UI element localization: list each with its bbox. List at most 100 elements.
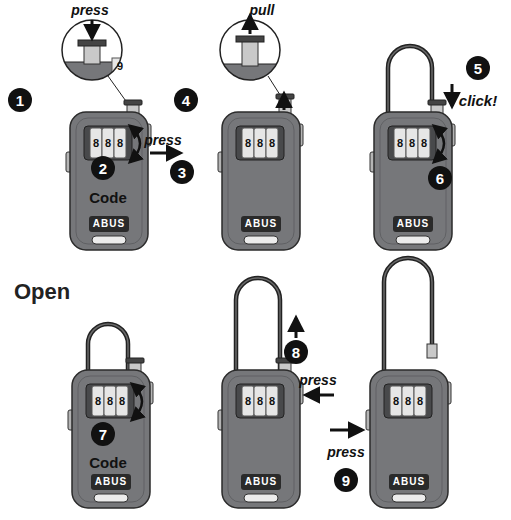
combination-lock bbox=[218, 94, 303, 250]
combination-lock bbox=[68, 358, 153, 508]
dial-window bbox=[384, 384, 432, 418]
motion-arrow bbox=[249, 16, 252, 34]
lock-bevel bbox=[376, 376, 442, 502]
cable-highlight bbox=[384, 258, 432, 372]
dial-wheel bbox=[390, 386, 402, 416]
dial-wheel bbox=[254, 128, 266, 158]
step-number: 2 bbox=[91, 156, 115, 180]
motion-arrow bbox=[295, 318, 298, 338]
dial-digit: 8 bbox=[421, 138, 427, 149]
dial-wheel bbox=[116, 386, 128, 416]
cable-plug bbox=[242, 40, 258, 66]
cable-highlight bbox=[88, 324, 128, 372]
lock-body bbox=[222, 370, 300, 508]
brand-badge bbox=[241, 474, 281, 490]
dial-wheel bbox=[112, 58, 128, 76]
dial-digit: 8 bbox=[417, 396, 423, 407]
dial-wheel bbox=[92, 386, 104, 416]
motion-arrow bbox=[306, 394, 334, 397]
rotate-arrow bbox=[132, 384, 142, 420]
dial-digit: 8 bbox=[117, 138, 123, 149]
motion-arrow bbox=[91, 20, 94, 38]
dial-wheel bbox=[114, 128, 126, 158]
dial-window bbox=[388, 126, 436, 160]
hang-slot bbox=[392, 494, 426, 502]
dial-wheel bbox=[418, 128, 430, 158]
dial-digit: 8 bbox=[107, 396, 113, 407]
dial-window bbox=[236, 384, 284, 418]
dial-digit: 8 bbox=[95, 396, 101, 407]
step-number: 9 bbox=[334, 468, 358, 492]
cable-plug-cap bbox=[236, 36, 264, 42]
dial-digit: 8 bbox=[269, 396, 275, 407]
motion-arrow bbox=[451, 84, 454, 106]
action-word: press bbox=[299, 373, 336, 387]
section-heading: Open bbox=[14, 281, 70, 303]
dial-wheel bbox=[394, 128, 406, 158]
cable-plug-cap bbox=[428, 100, 446, 105]
step-number: 3 bbox=[170, 160, 194, 184]
dial-digit: 8 bbox=[105, 138, 111, 149]
lock-body bbox=[374, 112, 452, 250]
rotate-arrow bbox=[130, 126, 140, 162]
lock-body bbox=[370, 370, 448, 508]
step-number: 6 bbox=[428, 166, 452, 190]
combination-lock bbox=[370, 100, 455, 250]
cable-highlight bbox=[236, 278, 280, 372]
cable-highlight bbox=[388, 46, 432, 114]
brand-logo: ABUS bbox=[245, 477, 277, 487]
dial-digit: 8 bbox=[397, 138, 403, 149]
dial-digit: 8 bbox=[245, 138, 251, 149]
hang-slot bbox=[94, 494, 128, 502]
steel-cable bbox=[236, 278, 280, 372]
action-word: press bbox=[144, 133, 181, 147]
rotate-arrow bbox=[434, 126, 444, 162]
action-word: press bbox=[71, 3, 108, 17]
dial-wheel bbox=[402, 386, 414, 416]
motion-arrow bbox=[283, 94, 286, 110]
motion-arrow bbox=[150, 152, 180, 155]
lock-bevel bbox=[228, 376, 294, 502]
hang-slot bbox=[244, 494, 278, 502]
dial-digit: 8 bbox=[393, 396, 399, 407]
dial-wheel bbox=[102, 128, 114, 158]
dial-digit: 8 bbox=[405, 396, 411, 407]
code-label: Code bbox=[89, 190, 127, 205]
combination-lock bbox=[218, 358, 303, 508]
hang-slot bbox=[92, 236, 126, 244]
step-number: 1 bbox=[8, 88, 32, 112]
combination-lock bbox=[66, 100, 151, 250]
dial-digit: 8 bbox=[119, 396, 125, 407]
inset-circle bbox=[62, 20, 122, 80]
dial-digit: 9 bbox=[117, 61, 123, 72]
motion-arrow bbox=[330, 429, 362, 432]
dial-window bbox=[236, 126, 284, 160]
lock-body bbox=[70, 112, 148, 250]
cable-plug-cap bbox=[126, 358, 144, 363]
brand-logo: ABUS bbox=[95, 477, 127, 487]
hang-slot bbox=[396, 236, 430, 244]
dial-window bbox=[84, 126, 132, 160]
dial-wheel bbox=[242, 386, 254, 416]
dial-digit: 8 bbox=[257, 396, 263, 407]
lock-bevel bbox=[78, 376, 144, 502]
lock-body bbox=[222, 112, 300, 250]
dial-digit: 8 bbox=[245, 396, 251, 407]
brand-badge bbox=[91, 474, 131, 490]
dial-wheel bbox=[414, 386, 426, 416]
step-number: 8 bbox=[284, 340, 308, 364]
brand-logo: ABUS bbox=[393, 477, 425, 487]
dial-digit: 8 bbox=[93, 138, 99, 149]
combination-lock bbox=[366, 370, 451, 508]
brand-logo: ABUS bbox=[397, 219, 429, 229]
dial-window bbox=[86, 384, 134, 418]
action-word: click! bbox=[459, 93, 497, 108]
brand-badge bbox=[389, 474, 429, 490]
dial-wheel bbox=[254, 386, 266, 416]
lock-bevel bbox=[228, 118, 294, 244]
brand-logo: ABUS bbox=[93, 219, 125, 229]
lock-body bbox=[72, 370, 150, 508]
dial-wheel bbox=[266, 386, 278, 416]
